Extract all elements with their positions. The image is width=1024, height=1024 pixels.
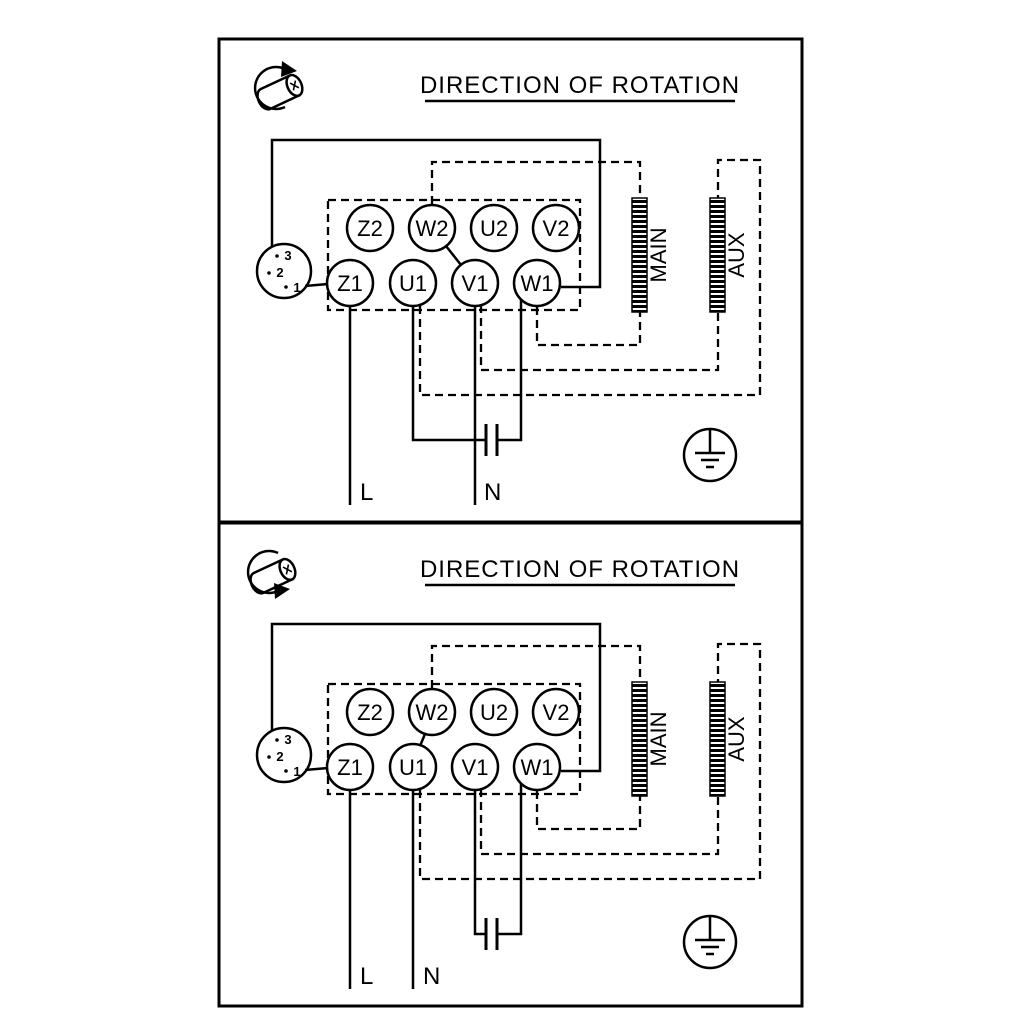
panel-2: DIRECTION OF ROTATION 3 2 1 <box>217 521 804 1008</box>
wire-v1-to-aux-bottom <box>479 305 720 372</box>
terminal-v1: V1 <box>450 258 500 308</box>
terminal-w2-label: W2 <box>416 216 449 241</box>
wire-bridge-w2-v1 <box>445 245 462 266</box>
rotation-arrow-arc <box>246 549 279 595</box>
terminal-z1-label: Z1 <box>337 755 363 780</box>
terminal-z1: Z1 <box>325 742 375 792</box>
terminal-z2-label: Z2 <box>357 700 383 725</box>
selector-to-z1-link <box>304 766 329 772</box>
terminal-w1: W1 <box>512 258 562 308</box>
rotation-arrow-head <box>281 61 297 77</box>
wire-u1-to-aux-top <box>418 158 762 397</box>
terminal-v2: V2 <box>531 203 581 253</box>
selector-pin-3: 3 <box>284 732 291 747</box>
selector-to-z1-link <box>304 282 329 288</box>
selector-dot-2 <box>267 755 271 759</box>
main-winding-label: MAIN <box>646 228 671 283</box>
rotation-arrow-head <box>274 583 290 599</box>
capacitor-branch <box>473 784 523 950</box>
terminal-w2: W2 <box>407 203 457 253</box>
wire-selector-to-w1 <box>270 622 602 773</box>
selector-dot-2 <box>267 271 271 275</box>
wire-bridge-w2-u1 <box>418 733 427 747</box>
panel-title: DIRECTION OF ROTATION <box>420 72 740 99</box>
terminal-u2: U2 <box>469 687 519 737</box>
selector-dot-1 <box>284 285 288 289</box>
selector-pin-1: 1 <box>293 280 300 295</box>
wire-selector-to-w1 <box>270 138 602 289</box>
terminal-u1-label: U1 <box>399 271 427 296</box>
earth-ground-icon <box>682 914 738 970</box>
terminal-u1: U1 <box>388 742 438 792</box>
terminal-block <box>326 682 582 796</box>
selector-dot-1 <box>284 769 288 773</box>
neutral-label: N <box>423 963 440 990</box>
terminal-z2: Z2 <box>345 203 395 253</box>
selector-dot-3 <box>275 738 279 742</box>
terminal-v2-label: V2 <box>543 216 570 241</box>
aux-winding-label: AUX <box>724 716 749 762</box>
terminal-z2: Z2 <box>345 687 395 737</box>
terminal-w1-label: W1 <box>521 755 554 780</box>
terminal-w1-label: W1 <box>521 271 554 296</box>
aux-winding: AUX <box>709 681 749 797</box>
panel-1: DIRECTION OF ROTATION 3 2 1 <box>217 37 804 524</box>
main-winding-label: MAIN <box>646 712 671 767</box>
terminal-u1-label: U1 <box>399 755 427 780</box>
wire-u1-to-capacitor <box>411 306 486 442</box>
main-winding: MAIN <box>631 197 671 313</box>
selector-pin-2: 2 <box>276 265 283 280</box>
terminal-block <box>326 198 582 312</box>
rotation-direction-icon <box>246 549 297 599</box>
selector-pin-3: 3 <box>284 248 291 263</box>
terminal-u2-label: U2 <box>480 216 508 241</box>
wire-w1-to-main-bottom <box>535 307 642 347</box>
selector-dot-3 <box>275 254 279 258</box>
terminal-u2-label: U2 <box>480 700 508 725</box>
terminal-u2: U2 <box>469 203 519 253</box>
aux-winding-label: AUX <box>724 232 749 278</box>
terminal-v1-label: V1 <box>462 755 489 780</box>
rotation-direction-icon <box>253 61 304 111</box>
terminal-z1: Z1 <box>325 258 375 308</box>
capacitor-icon <box>484 918 499 950</box>
wire-w2-to-main-top <box>430 644 642 688</box>
line-label: L <box>360 963 373 990</box>
wire-w2-to-main-top <box>430 160 642 204</box>
wire-v1-to-aux-bottom <box>479 789 720 856</box>
capacitor-branch <box>411 300 523 456</box>
terminal-z1-label: Z1 <box>337 271 363 296</box>
terminal-v1: V1 <box>450 742 500 792</box>
selector-pin-2: 2 <box>276 749 283 764</box>
rotation-arrow-arc <box>253 65 286 111</box>
main-winding: MAIN <box>631 681 671 797</box>
terminal-selector: 3 2 1 <box>255 242 329 300</box>
wire-v1-to-capacitor <box>473 790 486 936</box>
terminal-w2: W2 <box>407 687 457 737</box>
neutral-label: N <box>484 479 501 506</box>
terminal-v2-label: V2 <box>543 700 570 725</box>
terminal-v1-label: V1 <box>462 271 489 296</box>
panel-title: DIRECTION OF ROTATION <box>420 556 740 583</box>
line-label: L <box>360 479 373 506</box>
selector-pin-1: 1 <box>293 764 300 779</box>
terminal-u1: U1 <box>388 258 438 308</box>
terminal-selector: 3 2 1 <box>255 726 329 784</box>
terminal-w2-label: W2 <box>416 700 449 725</box>
wire-capacitor-to-w1 <box>497 784 523 936</box>
wire-w1-to-main-bottom <box>535 791 642 831</box>
terminal-w1: W1 <box>512 742 562 792</box>
aux-winding: AUX <box>709 197 749 313</box>
terminal-v2: V2 <box>531 687 581 737</box>
wire-capacitor-to-w1 <box>497 300 523 442</box>
wire-u1-to-aux-top <box>418 642 762 881</box>
earth-ground-icon <box>682 427 738 483</box>
capacitor-icon <box>484 424 499 456</box>
panel-border <box>217 521 804 1008</box>
terminal-z2-label: Z2 <box>357 216 383 241</box>
